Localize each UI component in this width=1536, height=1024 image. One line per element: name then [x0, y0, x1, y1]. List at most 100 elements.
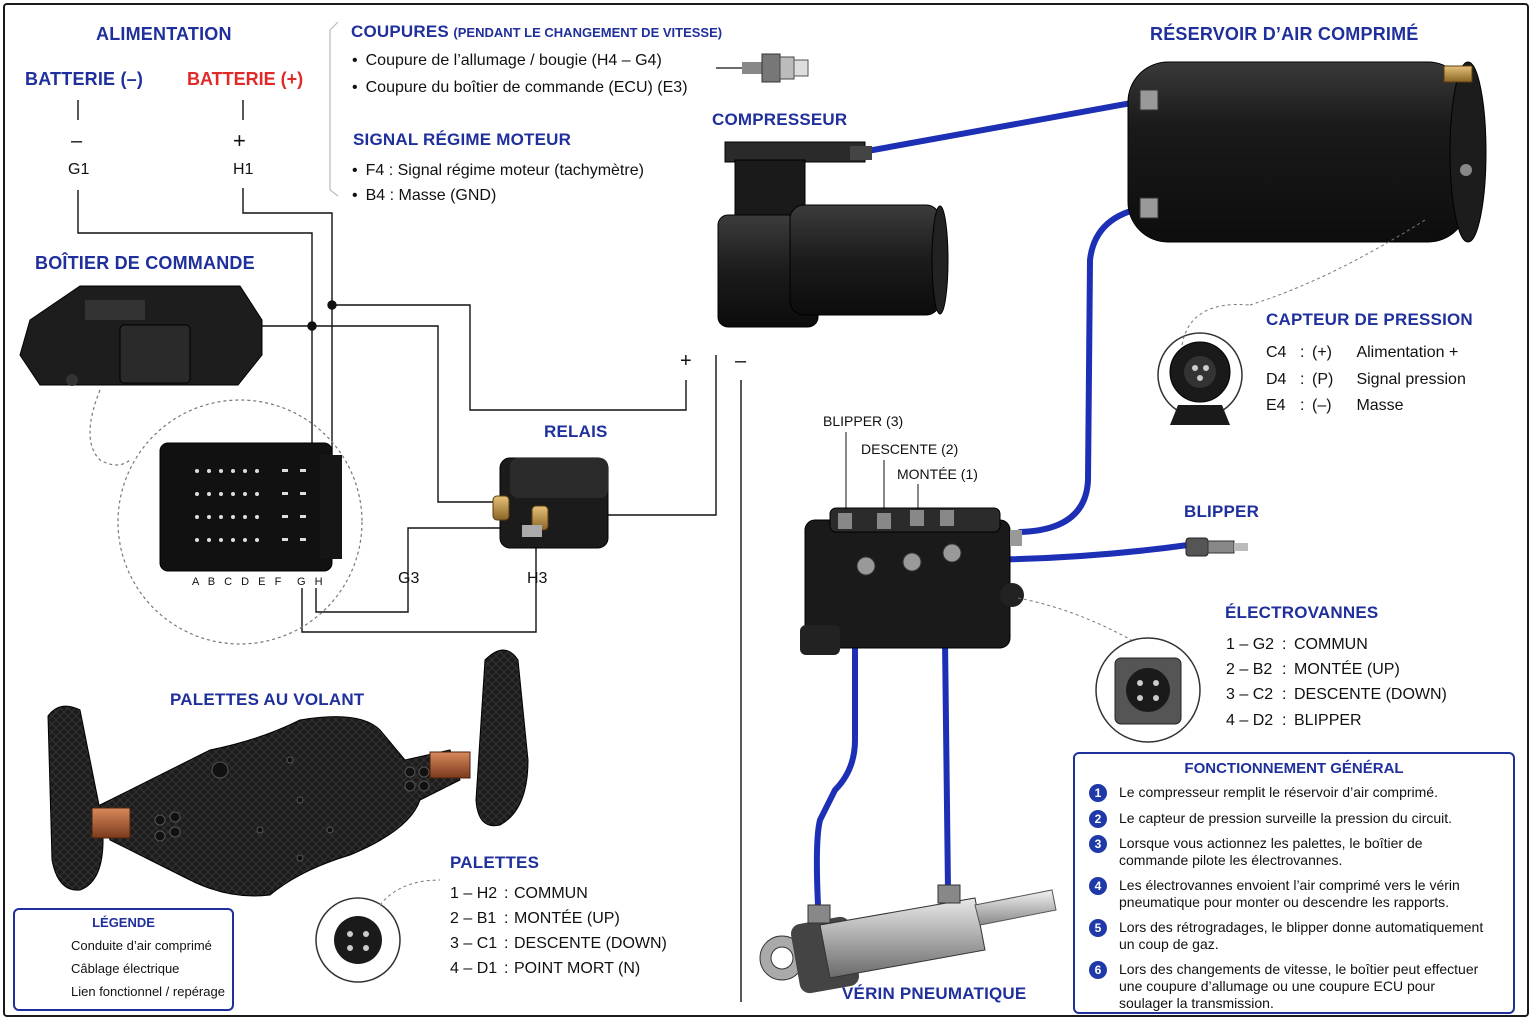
ecu-image	[19, 285, 263, 386]
fonctionnement-step: 4 Les électrovannes envoient l’air compri…	[1089, 877, 1491, 911]
electrovanne-desc: DESCENTE (DOWN)	[1294, 686, 1447, 703]
legend-item-wire: Câblage électrique	[71, 961, 180, 976]
coupure-item: Coupure du boîtier de commande (ECU) (E3…	[352, 79, 688, 97]
legend-item-air: Conduite d’air comprimé	[71, 938, 212, 953]
relay-plus-sign: +	[680, 350, 692, 372]
wire-h1	[242, 188, 333, 455]
wire-ecu-relay	[262, 325, 498, 503]
step-number: 3	[1089, 835, 1107, 853]
legend-title: LÉGENDE	[92, 915, 155, 930]
palette-row: 1 – H2:COMMUN	[450, 885, 588, 902]
relais-title: RELAIS	[544, 422, 608, 441]
compresseur-title: COMPRESSEUR	[712, 110, 848, 129]
relay-minus-sign: –	[735, 350, 747, 372]
pneumatic-cylinder-image	[759, 884, 1057, 994]
coupures-heading: COUPURES (PENDANT LE CHANGEMENT DE VITES…	[351, 22, 722, 42]
electrovannes-title: ÉLECTROVANNES	[1225, 603, 1379, 622]
battery-positive-sign: +	[233, 128, 246, 153]
valve-descente-label: DESCENTE (2)	[861, 441, 959, 457]
palette-idx: 2 – B1	[450, 910, 497, 927]
step-text: Lors des rétrogradages, le blipper donne…	[1119, 919, 1484, 952]
capteur-sig: (P)	[1312, 371, 1334, 388]
capteur-desc: Alimentation +	[1356, 344, 1459, 361]
step-text: Lors des changements de vitesse, le boît…	[1119, 961, 1479, 1011]
fonctionnement-step: 6 Lors des changements de vitesse, le boî…	[1089, 961, 1491, 1012]
fonctionnement-step: 3 Lorsque vous actionnez les palettes, le…	[1089, 835, 1491, 869]
step-number: 6	[1089, 961, 1107, 979]
battery-positive-label: BATTERIE (+)	[187, 69, 304, 89]
electrovanne-idx: 4 – D2	[1226, 712, 1274, 729]
pin-h1: H1	[233, 161, 254, 178]
reservoir-title: RÉSERVOIR D’AIR COMPRIMÉ	[1150, 24, 1419, 44]
valve-blipper-label: BLIPPER (3)	[823, 413, 904, 429]
capteur-desc: Signal pression	[1356, 371, 1466, 388]
capteur-sig: (–)	[1312, 397, 1332, 414]
boitier-title: BOÎTIER DE COMMANDE	[35, 253, 255, 273]
palette-row: 4 – D1:POINT MORT (N)	[450, 960, 641, 977]
pin-g3: G3	[398, 570, 420, 587]
palette-row: 2 – B1:MONTÉE (UP)	[450, 910, 620, 927]
air-line-compressor-tank	[859, 97, 1151, 155]
electrovanne-idx: 3 – C2	[1226, 686, 1274, 703]
palette-row: 3 – C1:DESCENTE (DOWN)	[450, 935, 667, 952]
step-text: Lorsque vous actionnez les palettes, le …	[1119, 835, 1423, 868]
relay-image	[492, 457, 609, 549]
spark-plug-image	[716, 53, 809, 83]
signal-item: F4 : Signal régime moteur (tachymètre)	[352, 162, 644, 180]
fonctionnement-step: 2 Le capteur de pression surveille la pre…	[1089, 810, 1491, 828]
air-tank-image	[1127, 61, 1487, 243]
capteur-row: E4:(–) Masse	[1266, 397, 1404, 414]
capteur-pin: E4	[1266, 397, 1286, 414]
pressure-sensor-image	[1157, 219, 1426, 425]
palette-idx: 4 – D1	[450, 960, 498, 977]
wire-g1	[77, 190, 313, 455]
ecu-pins-left: A B C D E F	[192, 576, 285, 588]
electrical-wiring	[77, 188, 742, 1002]
coupures-title: COUPURES	[351, 22, 449, 41]
battery-negative-sign: –	[71, 130, 83, 152]
palette-desc: COMMUN	[514, 885, 588, 902]
capteur-row: C4:(+) Alimentation +	[1266, 344, 1459, 361]
wire-h3	[301, 540, 537, 633]
blipper-title: BLIPPER	[1184, 502, 1260, 521]
coupure-item: Coupure de l’allumage / bougie (H4 – G4)	[352, 52, 662, 70]
step-text: Les électrovannes envoient l’air comprim…	[1119, 877, 1460, 910]
electrovanne-desc: MONTÉE (UP)	[1294, 661, 1400, 678]
wire-g3	[315, 527, 520, 613]
legend-item-link: Lien fonctionnel / repérage	[71, 984, 225, 999]
wire-h1-plus	[332, 304, 687, 411]
coupures-subtitle: (PENDANT LE CHANGEMENT DE VITESSE)	[453, 25, 723, 40]
capteur-desc: Masse	[1356, 397, 1404, 414]
palette-desc: POINT MORT (N)	[514, 960, 641, 977]
capteur-pin: C4	[1266, 344, 1287, 361]
step-number: 2	[1089, 810, 1107, 828]
electrovanne-desc: COMMUN	[1294, 636, 1368, 653]
electrovanne-row: 3 – C2:DESCENTE (DOWN)	[1226, 686, 1447, 703]
valve-montee-label: MONTÉE (1)	[897, 466, 978, 482]
palette-desc: DESCENTE (DOWN)	[514, 935, 667, 952]
capteur-pin: D4	[1266, 371, 1287, 388]
capteur-row: D4:(P) Signal pression	[1266, 371, 1466, 388]
compressor-image	[717, 141, 949, 328]
diagram-frame	[3, 3, 1529, 1017]
step-text: Le capteur de pression surveille la pres…	[1119, 810, 1453, 826]
capteur-title: CAPTEUR DE PRESSION	[1266, 310, 1473, 329]
palettes-title: PALETTES	[450, 853, 540, 872]
electrovanne-row: 4 – D2:BLIPPER	[1226, 712, 1362, 729]
ecu-connector-image	[159, 442, 342, 572]
electrovanne-row: 1 – G2:COMMUN	[1226, 636, 1368, 653]
ecu-pins-right: G H	[297, 576, 326, 588]
capteur-sig: (+)	[1312, 344, 1332, 361]
palette-idx: 3 – C1	[450, 935, 498, 952]
junction-dot	[327, 300, 337, 310]
electrovanne-idx: 1 – G2	[1226, 636, 1275, 653]
palettes-volant-title: PALETTES AU VOLANT	[170, 690, 365, 709]
electrovanne-desc: BLIPPER	[1294, 712, 1362, 729]
battery-negative-label: BATTERIE (–)	[25, 69, 144, 89]
alimentation-title: ALIMENTATION	[96, 24, 232, 44]
step-number: 4	[1089, 877, 1107, 895]
